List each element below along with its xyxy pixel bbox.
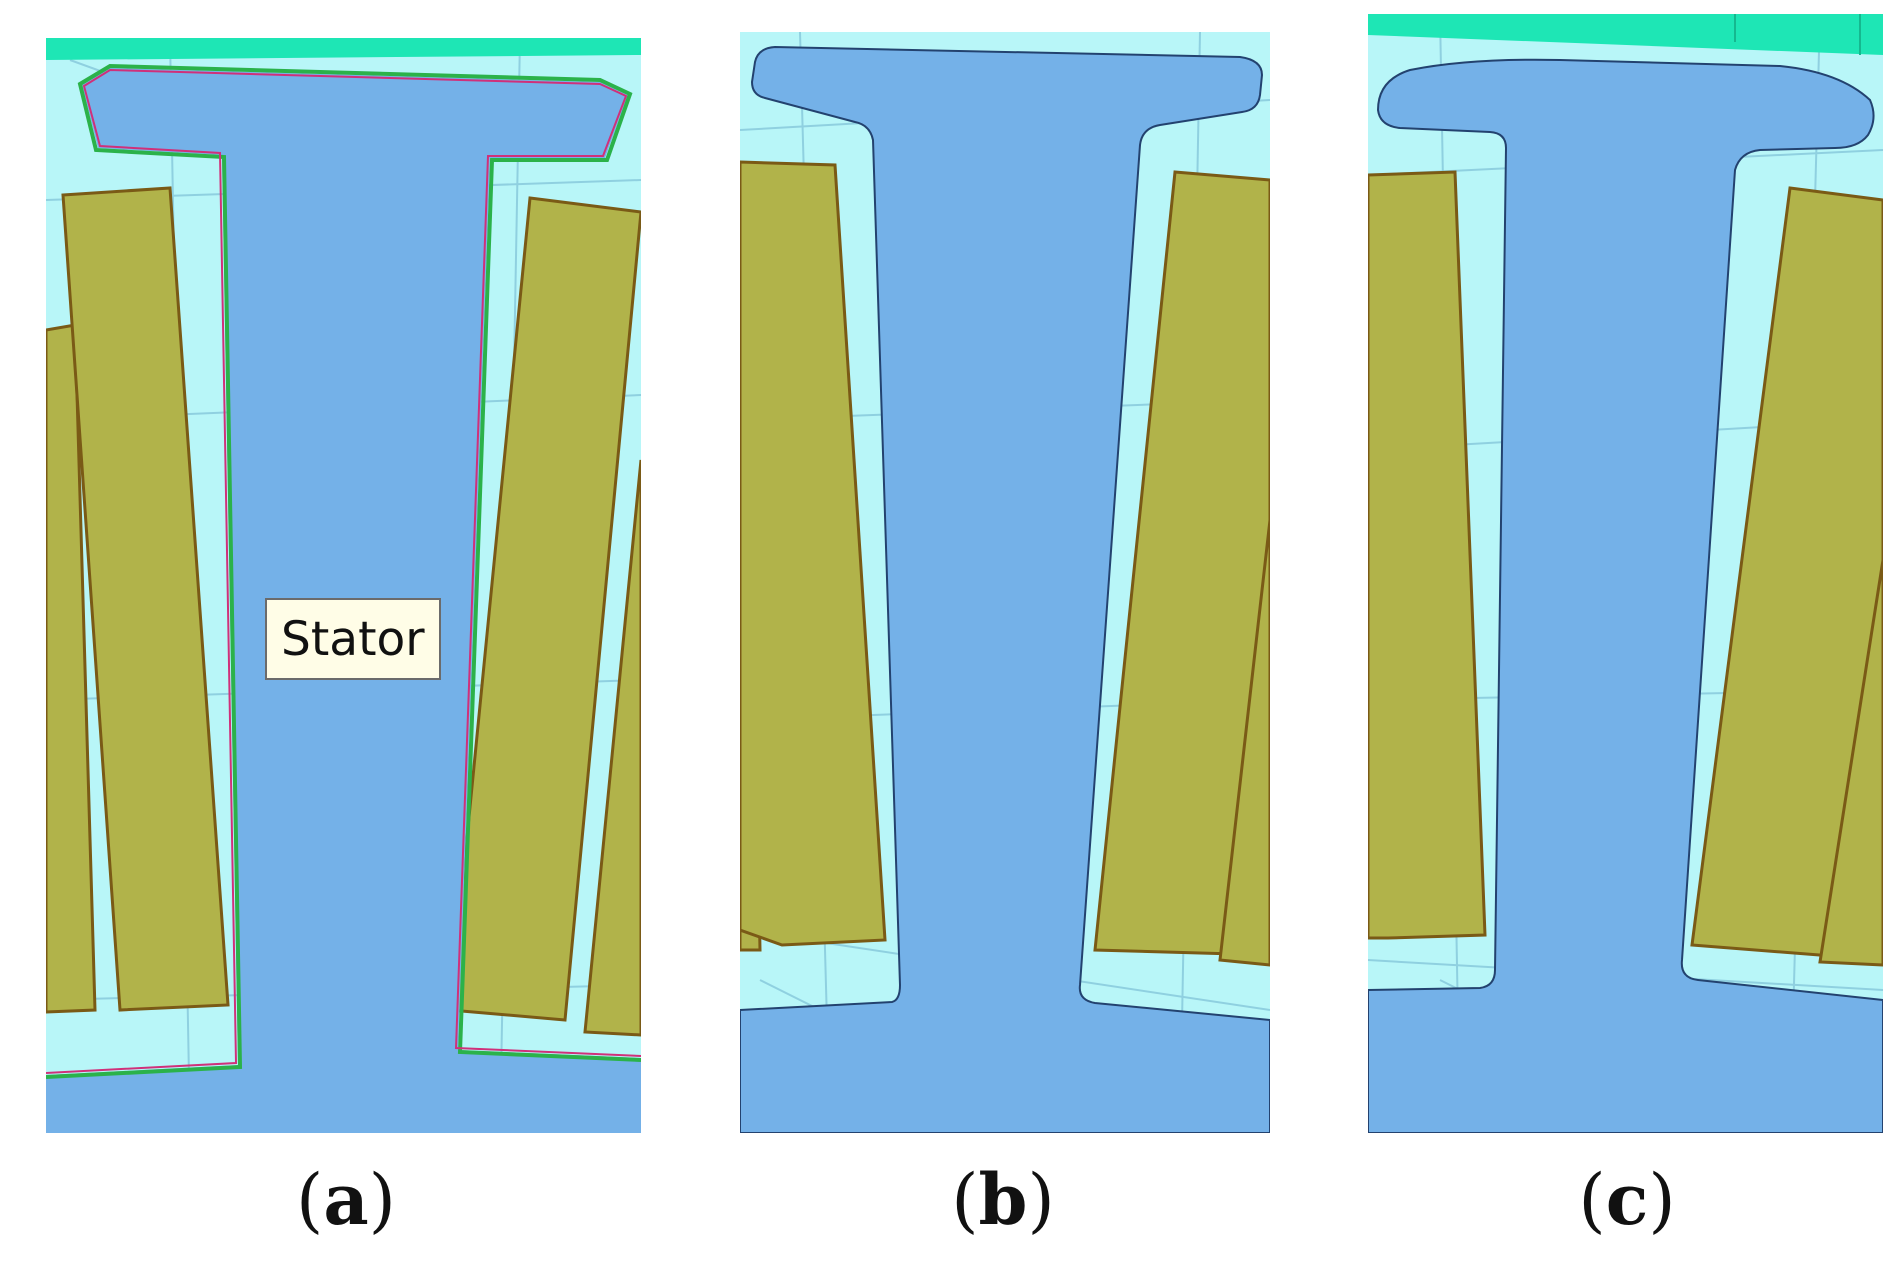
panel-a-top-band <box>46 38 641 60</box>
caption-c-open: ( <box>1578 1159 1606 1241</box>
caption-b-letter: b <box>978 1158 1028 1241</box>
panel-a-stator-outline-magenta <box>46 68 641 1074</box>
panel-a-coil-left-edge <box>46 323 97 1014</box>
panel-a-coil-right <box>448 196 641 1022</box>
panel-b-coil-right-edge <box>1218 519 1270 967</box>
panel-b-group <box>740 32 1270 1133</box>
caption-a-letter: a <box>323 1158 369 1241</box>
panel-c-coil-left <box>1368 170 1487 940</box>
caption-c-close: ) <box>1648 1159 1676 1241</box>
caption-a-close: ) <box>368 1159 396 1241</box>
panel-b-stator-core <box>740 45 1270 1133</box>
caption-b-close: ) <box>1027 1159 1055 1241</box>
panel-c-top-band <box>1368 14 1883 55</box>
caption-c-letter: c <box>1605 1158 1649 1241</box>
panel-c-coil-right-edge <box>1818 559 1883 967</box>
panel-a-coil-right-edge <box>583 459 641 1037</box>
panel-b-coil-left <box>740 160 887 947</box>
stator-tooltip: Stator <box>265 598 441 680</box>
caption-c: (c) <box>1527 1150 1727 1250</box>
panel-c-stator-core <box>1368 58 1883 1133</box>
panel-a-group <box>46 38 641 1133</box>
panel-c-coil-right <box>1690 186 1883 962</box>
panel-a-stator-outline-green <box>46 63 641 1079</box>
panel-a-coil-left <box>61 186 230 1012</box>
caption-a: (a) <box>246 1150 446 1250</box>
caption-b: (b) <box>903 1150 1103 1250</box>
caption-a-open: ( <box>296 1159 324 1241</box>
panel-b-coil-right <box>1093 170 1270 957</box>
panel-c-group <box>1368 14 1883 1133</box>
caption-b-open: ( <box>951 1159 979 1241</box>
